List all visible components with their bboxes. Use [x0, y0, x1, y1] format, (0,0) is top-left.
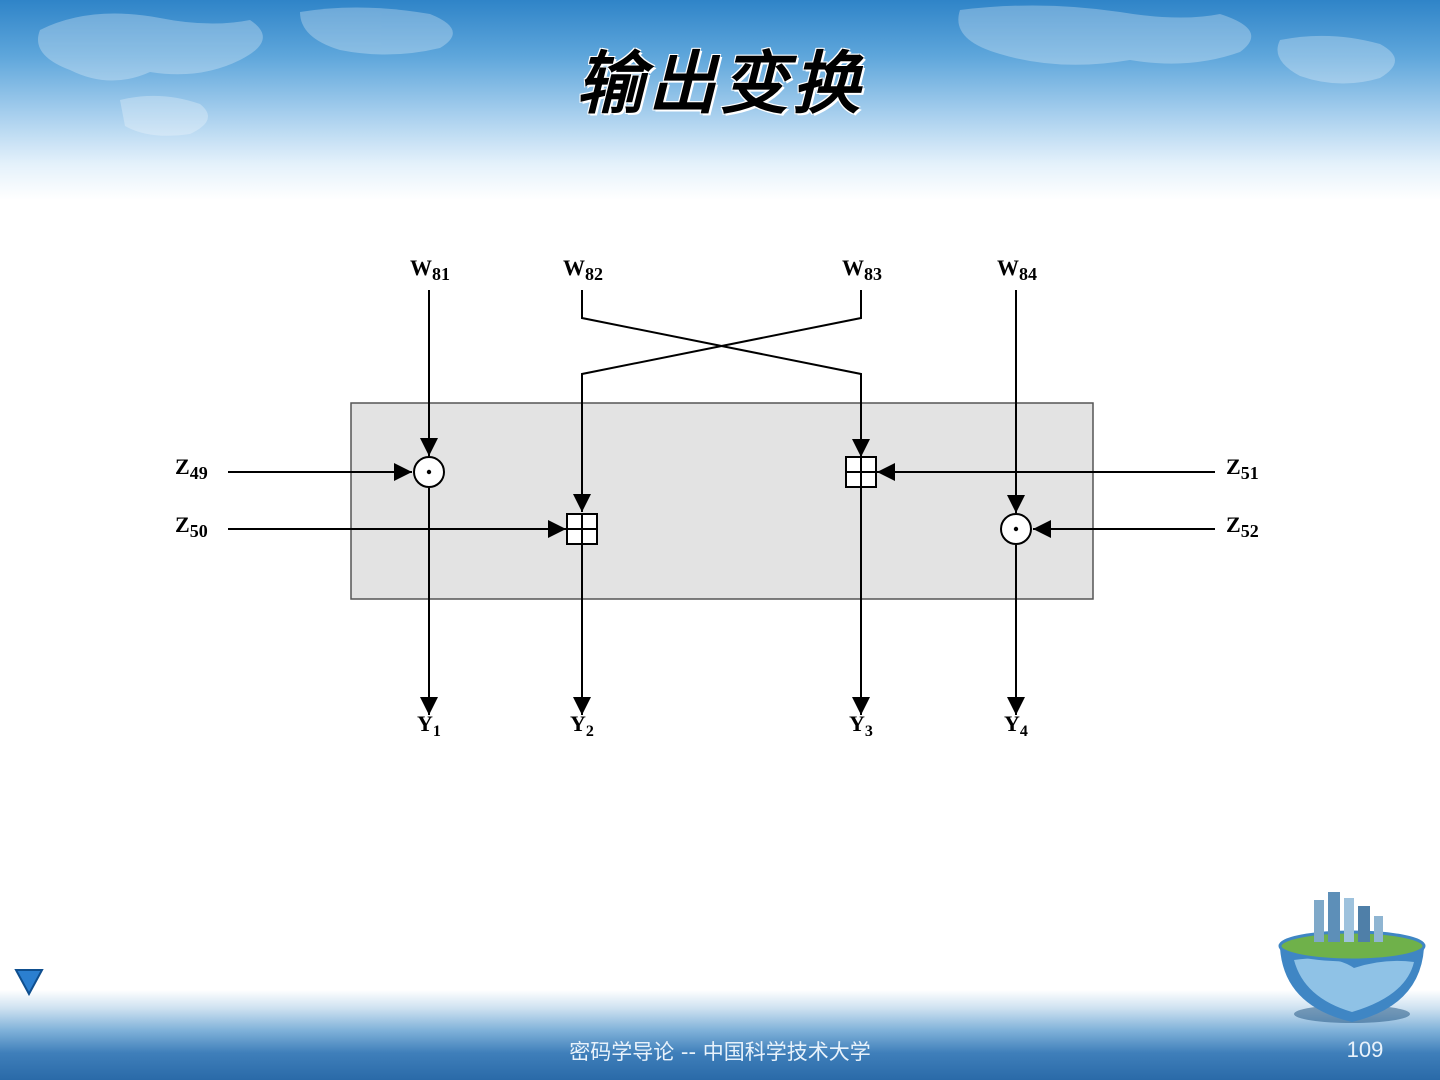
add-op-2	[846, 457, 876, 487]
label-y4: Y4	[1004, 711, 1028, 740]
label-z51: Z51	[1226, 454, 1259, 483]
page-number: 109	[1330, 1037, 1400, 1063]
add-op-1	[567, 514, 597, 544]
label-w81: W81	[410, 255, 450, 284]
multiply-op-2	[1001, 514, 1031, 544]
footer-course-text: 密码学导论 -- 中国科学技术大学	[0, 1036, 1440, 1066]
label-z49: Z49	[175, 454, 208, 483]
label-z52: Z52	[1226, 512, 1259, 541]
multiply-op-1	[414, 457, 444, 487]
label-y1: Y1	[417, 711, 441, 740]
label-y3: Y3	[849, 711, 873, 740]
footer-banner	[0, 990, 1440, 1080]
globe-city-logo-icon	[1274, 888, 1430, 1028]
transform-box	[351, 403, 1093, 599]
label-z50: Z50	[175, 512, 208, 541]
label-w82: W82	[563, 255, 603, 284]
label-w84: W84	[997, 255, 1037, 284]
label-w83: W83	[842, 255, 882, 284]
label-y2: Y2	[570, 711, 594, 740]
nav-down-triangle-icon[interactable]	[14, 968, 44, 996]
